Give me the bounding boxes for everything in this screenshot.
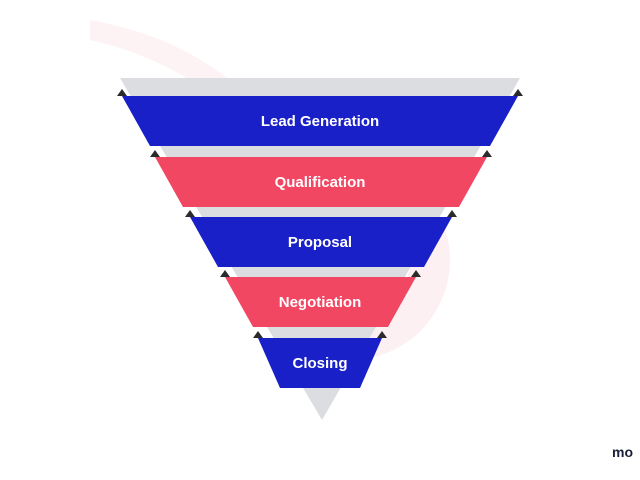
stage-label: Negotiation xyxy=(279,294,362,311)
funnel-band xyxy=(122,96,518,146)
marker-left xyxy=(185,210,195,217)
stage-label: Proposal xyxy=(288,234,352,251)
funnel-stage-qualification: Qualification xyxy=(150,150,492,207)
funnel-band xyxy=(225,277,416,327)
stage-label: Qualification xyxy=(275,174,366,191)
marker-right xyxy=(377,331,387,338)
funnel-band xyxy=(155,157,487,207)
funnel-stage-closing: Closing xyxy=(253,331,387,388)
marker-right xyxy=(482,150,492,157)
marker-right xyxy=(411,270,421,277)
marker-left xyxy=(150,150,160,157)
brand-watermark: mo xyxy=(612,444,633,460)
funnel-stage-lead-generation: Lead Generation xyxy=(117,89,523,146)
marker-left xyxy=(117,89,127,96)
stage-label: Lead Generation xyxy=(261,113,379,130)
funnel-band xyxy=(258,338,382,388)
marker-left xyxy=(220,270,230,277)
funnel-stage-proposal: Proposal xyxy=(185,210,457,267)
marker-right xyxy=(513,89,523,96)
marker-left xyxy=(253,331,263,338)
funnel-stage-negotiation: Negotiation xyxy=(220,270,421,327)
stage-label: Closing xyxy=(293,355,348,372)
marker-right xyxy=(447,210,457,217)
funnel-band xyxy=(190,217,452,267)
